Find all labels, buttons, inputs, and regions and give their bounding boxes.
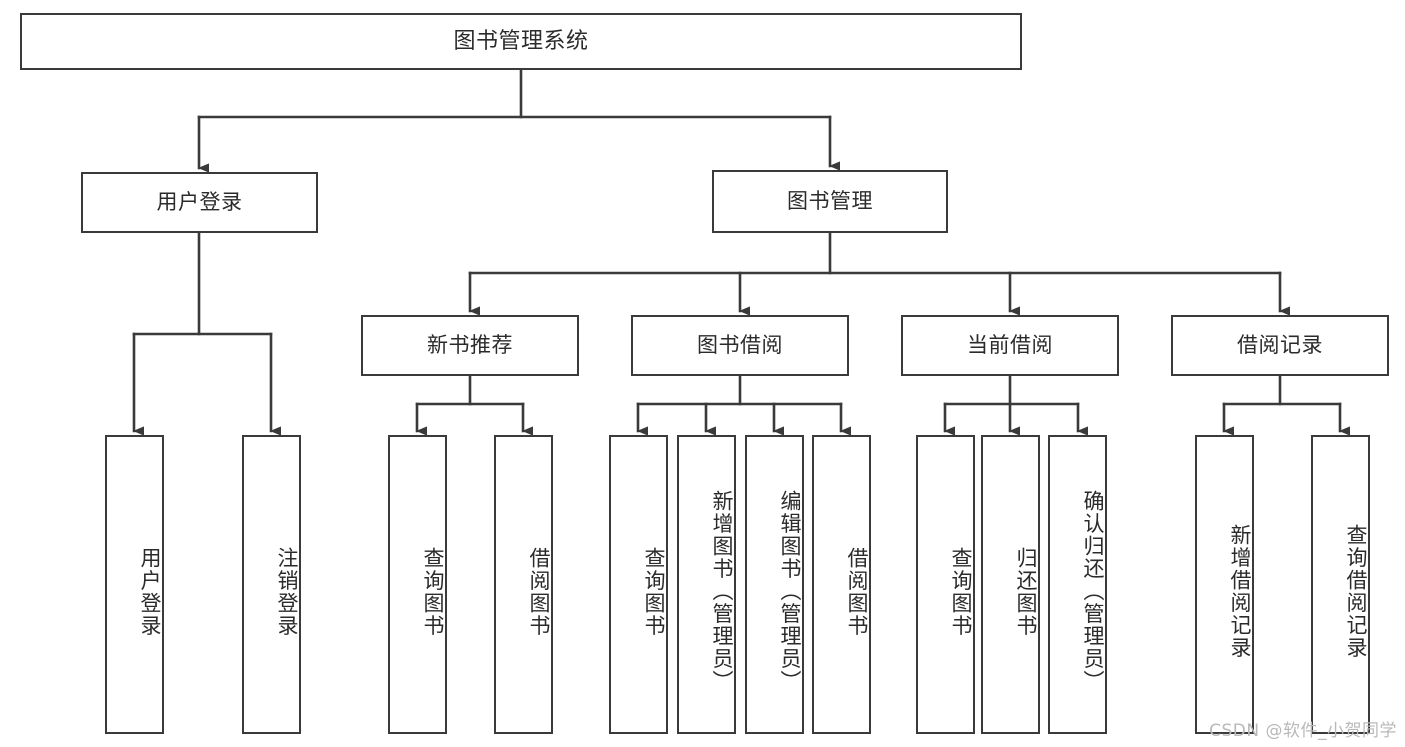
node-book-borrow[interactable]: 图书借阅 [631,315,849,376]
node-label: 当前借阅 [967,333,1053,358]
node-root-book-management-system[interactable]: 图书管理系统 [20,13,1022,70]
node-leaf-query-book-borrow[interactable]: 查询图书 [609,435,668,734]
node-label: 新书推荐 [427,333,513,358]
node-leaf-edit-book-admin[interactable]: 编辑图书（管理员） [745,435,804,734]
node-label: 注销登录 [275,546,299,637]
node-label: 借阅图书 [527,546,551,637]
node-label: 用户登录 [156,190,243,215]
node-label: 借阅记录 [1237,333,1323,358]
node-leaf-query-book-recommend[interactable]: 查询图书 [388,435,447,734]
node-label: 新增借阅记录 [1228,524,1252,659]
node-leaf-borrow-book[interactable]: 借阅图书 [812,435,871,734]
node-leaf-logout-login[interactable]: 注销登录 [242,435,301,734]
node-borrow-record[interactable]: 借阅记录 [1171,315,1389,376]
csdn-watermark: CSDN @软件_小贺同学 [1209,721,1397,741]
node-label: 查询图书 [949,546,973,637]
node-label: 归还图书 [1014,546,1038,637]
node-book-manage[interactable]: 图书管理 [712,170,948,233]
node-leaf-return-book[interactable]: 归还图书 [981,435,1040,734]
node-label: 确认归还（管理员） [1081,490,1105,693]
node-leaf-user-login[interactable]: 用户登录 [105,435,164,734]
node-current-borrow[interactable]: 当前借阅 [901,315,1119,376]
node-label: 用户登录 [138,546,162,637]
node-leaf-query-book-current[interactable]: 查询图书 [916,435,975,734]
node-leaf-borrow-book-recommend[interactable]: 借阅图书 [494,435,553,734]
node-leaf-query-borrow-record[interactable]: 查询借阅记录 [1311,435,1370,734]
node-label: 借阅图书 [845,546,869,637]
node-leaf-add-borrow-record[interactable]: 新增借阅记录 [1195,435,1254,734]
node-label: 查询图书 [642,546,666,637]
node-label: 查询图书 [421,546,445,637]
node-leaf-confirm-return-admin[interactable]: 确认归还（管理员） [1048,435,1107,734]
node-new-book-recommend[interactable]: 新书推荐 [361,315,579,376]
node-label: 图书管理系统 [453,28,589,54]
node-label: 编辑图书（管理员） [778,490,802,693]
node-label: 图书管理 [787,189,873,214]
node-label: 图书借阅 [697,333,783,358]
node-user-login[interactable]: 用户登录 [81,172,318,233]
node-label: 新增图书（管理员） [710,490,734,693]
node-label: 查询借阅记录 [1344,524,1368,659]
node-leaf-add-book-admin[interactable]: 新增图书（管理员） [677,435,736,734]
